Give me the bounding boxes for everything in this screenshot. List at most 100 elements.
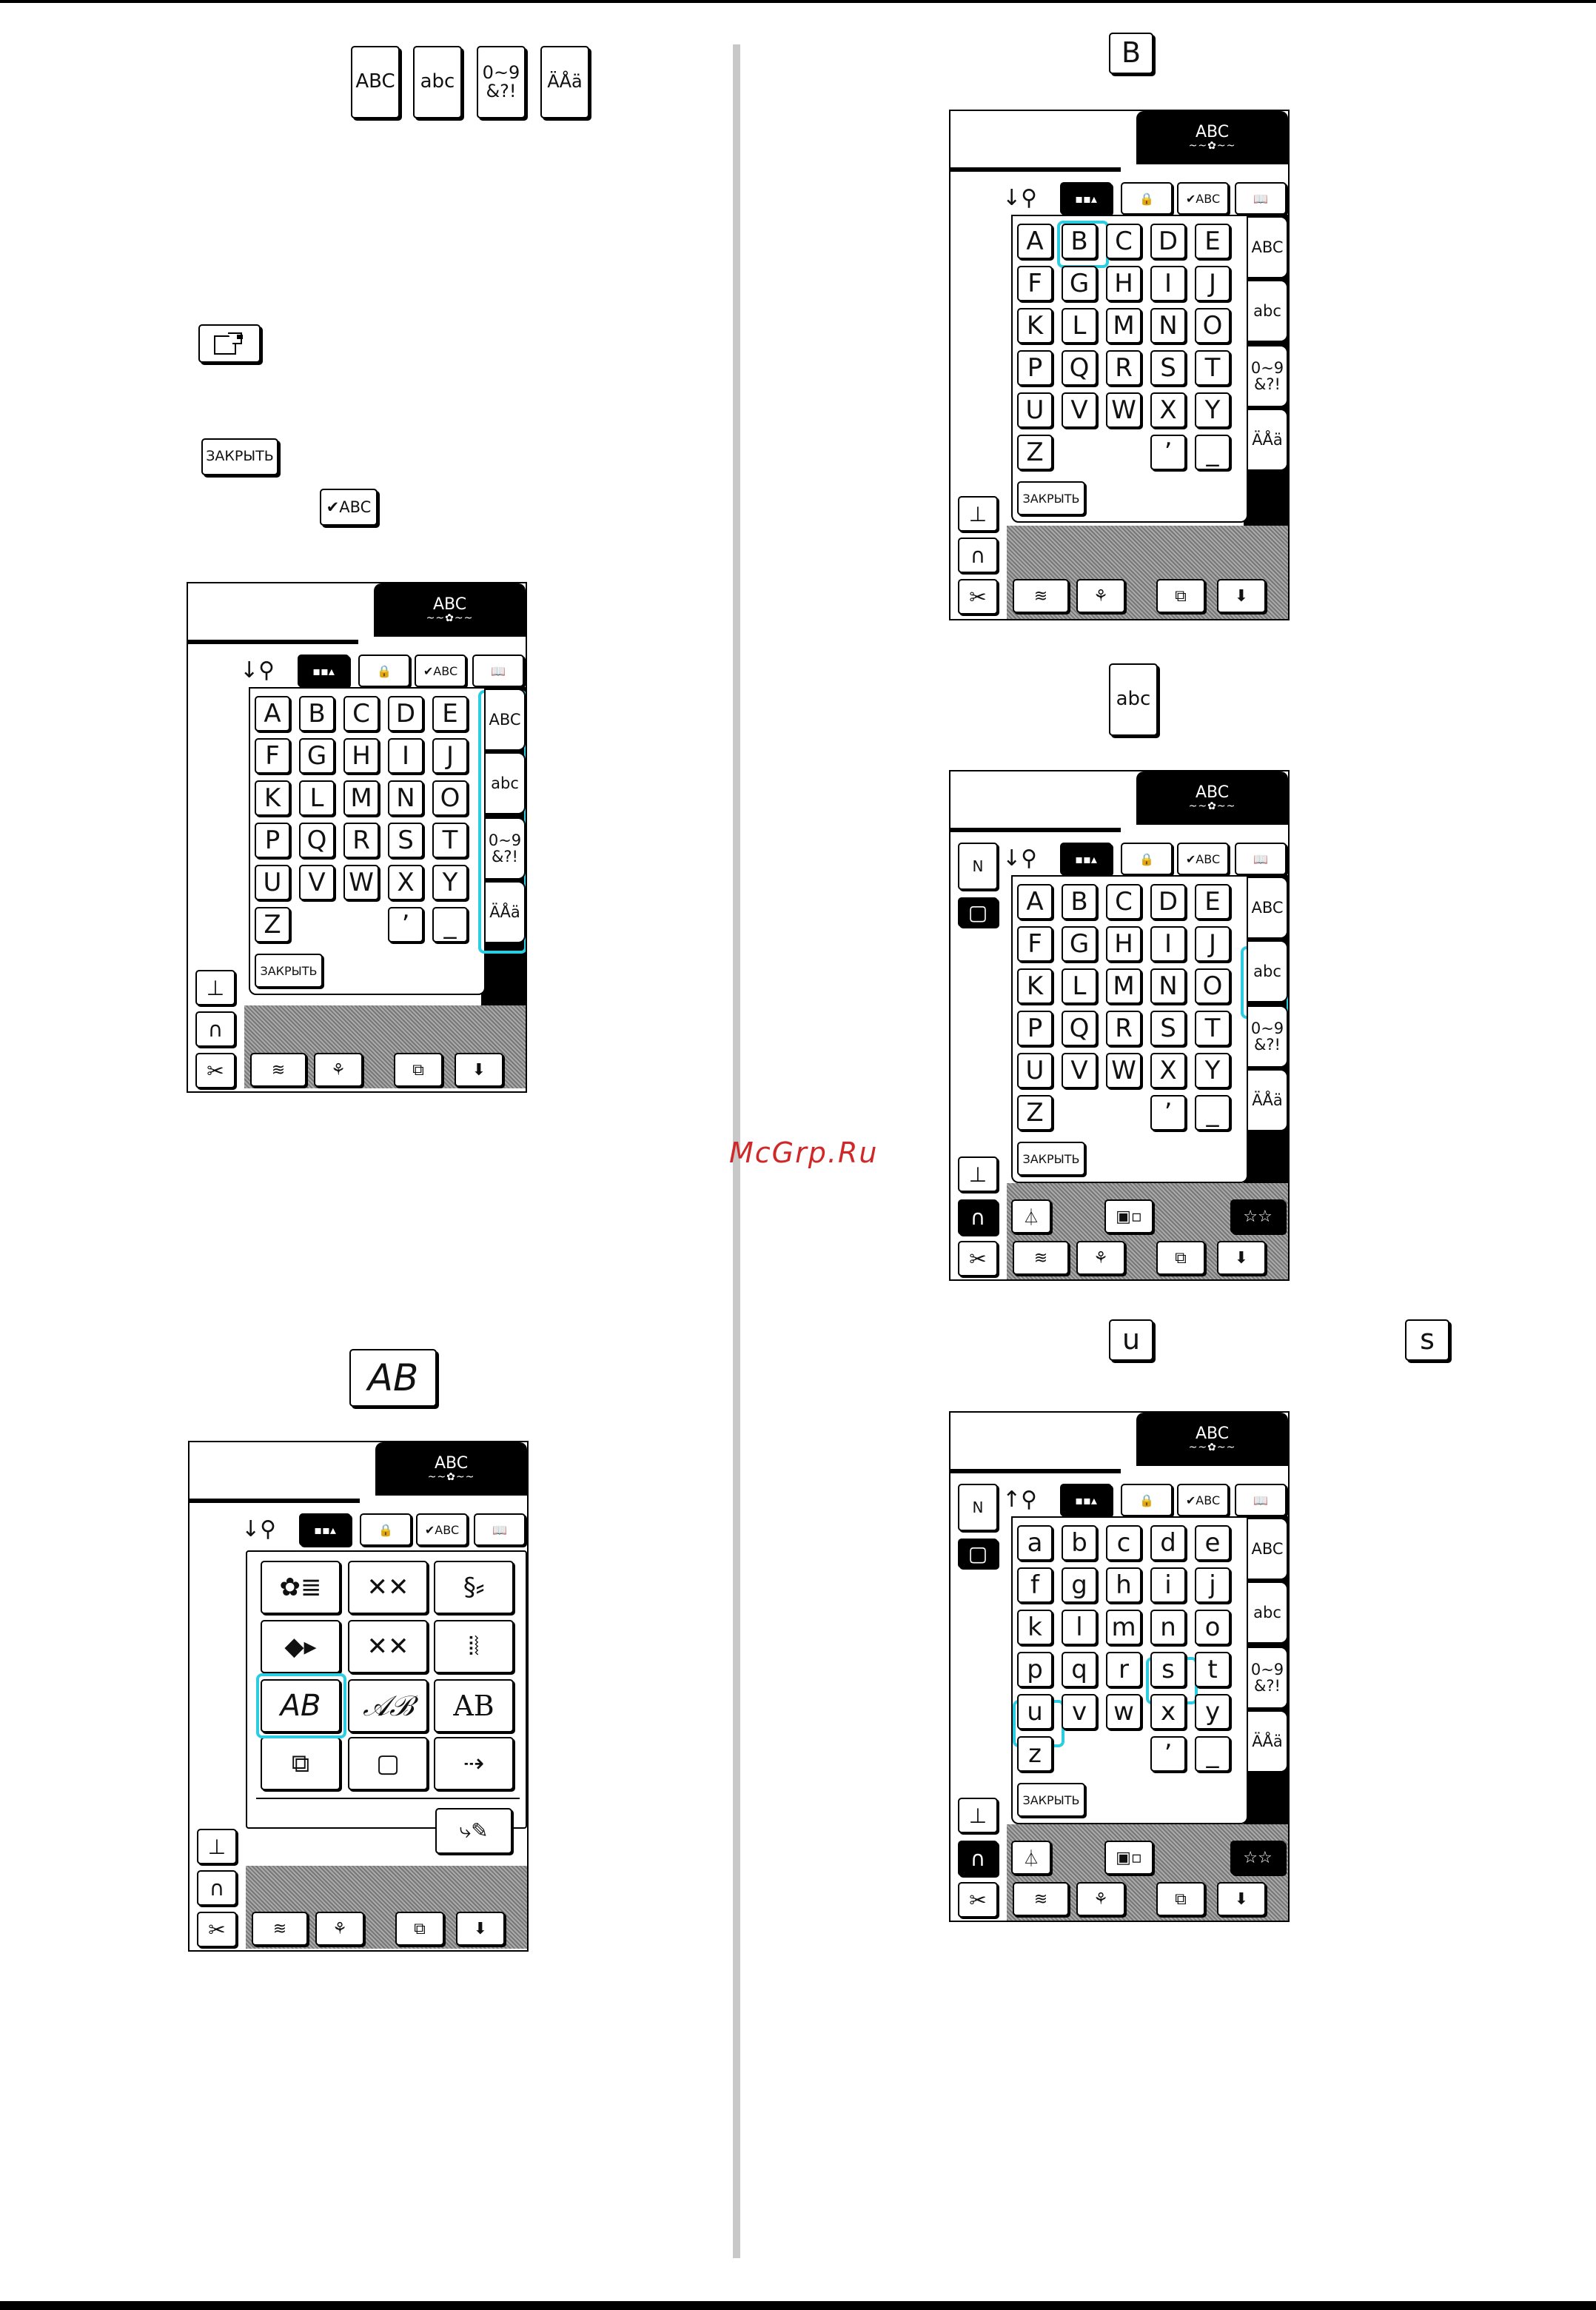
key-i[interactable]: i xyxy=(1150,1567,1186,1603)
manual-button[interactable]: 📖 xyxy=(1235,182,1287,215)
tab-uppercase[interactable]: ABC xyxy=(1247,216,1288,278)
key-d[interactable]: D xyxy=(388,696,423,732)
key-k[interactable]: K xyxy=(255,780,290,816)
lock-button[interactable]: 🔒 xyxy=(358,654,410,687)
key-t[interactable]: T xyxy=(1195,350,1230,386)
save-button[interactable]: ⬇ xyxy=(1217,579,1266,613)
cut-button[interactable]: ✂ xyxy=(958,1882,998,1918)
manual-button[interactable]: 📖 xyxy=(1235,843,1287,875)
category-satin[interactable]: ◆▸ xyxy=(261,1620,341,1673)
key-x[interactable]: X xyxy=(1150,392,1186,428)
key-underscore[interactable]: _ xyxy=(1195,1736,1230,1772)
cut-button[interactable]: ✂ xyxy=(195,1053,235,1088)
key-x[interactable]: X xyxy=(388,865,423,900)
key-y[interactable]: Y xyxy=(1195,1053,1230,1088)
key-v[interactable]: V xyxy=(1062,392,1097,428)
manual-button[interactable]: 📖 xyxy=(1235,1484,1287,1516)
tab-numbers[interactable]: 0~9 &?! xyxy=(1247,1005,1288,1068)
utility-stitch-button[interactable]: ≋ xyxy=(1013,1241,1069,1275)
character-stitch-button[interactable]: ⚘ xyxy=(1076,1882,1125,1916)
key-underscore[interactable]: _ xyxy=(1195,1095,1230,1131)
close-button[interactable]: ЗАКРЫТЬ xyxy=(1017,481,1085,515)
tab-lowercase[interactable]: abc xyxy=(484,752,526,814)
key-f[interactable]: F xyxy=(1017,266,1053,301)
key-s[interactable]: s xyxy=(1150,1652,1186,1687)
key-t[interactable]: T xyxy=(432,823,468,858)
tab-accented[interactable]: ÄÅä xyxy=(484,881,526,943)
check-button[interactable]: ✔ABC xyxy=(415,654,466,687)
utility-stitch-button[interactable]: ≋ xyxy=(1013,1882,1069,1916)
key-f[interactable]: F xyxy=(1017,926,1053,962)
check-button[interactable]: ✔ABC xyxy=(1177,182,1229,215)
key-o[interactable]: O xyxy=(1195,308,1230,344)
key-g[interactable]: G xyxy=(1062,266,1097,301)
key-z[interactable]: Z xyxy=(1017,1095,1053,1131)
category-decorative-3[interactable]: §⸗ xyxy=(434,1561,514,1614)
category-pocket[interactable]: ▢ xyxy=(348,1737,428,1790)
manual-button[interactable]: 📖 xyxy=(472,654,524,687)
category-heirloom[interactable]: ⦙⦚ xyxy=(434,1620,514,1673)
spacing-button[interactable]: ☆☆ xyxy=(1230,1841,1285,1875)
tab-lowercase[interactable]: abc xyxy=(1247,280,1288,342)
key-v[interactable]: V xyxy=(299,865,335,900)
key-w[interactable]: W xyxy=(1106,392,1141,428)
key-u[interactable]: U xyxy=(1017,1053,1053,1088)
close-button[interactable]: ЗАКРЫТЬ xyxy=(255,954,323,988)
key-apostrophe[interactable]: ’ xyxy=(1150,1736,1186,1772)
character-stitch-button[interactable]: ⚘ xyxy=(1076,579,1125,613)
key-u[interactable]: u xyxy=(1017,1694,1053,1730)
key-g[interactable]: g xyxy=(1062,1567,1097,1603)
key-c[interactable]: C xyxy=(1106,224,1141,259)
close-button[interactable]: ЗАКРЫТЬ xyxy=(1017,1783,1085,1817)
key-a[interactable]: A xyxy=(1017,884,1053,920)
utility-stitch-button[interactable]: ≋ xyxy=(1013,579,1069,613)
save-button[interactable]: ⬇ xyxy=(1217,1882,1266,1916)
check-button[interactable]: ✔ABC xyxy=(1177,843,1229,875)
key-i[interactable]: I xyxy=(1150,926,1186,962)
key-p[interactable]: p xyxy=(1017,1652,1053,1687)
key-underscore[interactable]: _ xyxy=(432,907,468,943)
key-q[interactable]: Q xyxy=(1062,1011,1097,1046)
key-b[interactable]: B xyxy=(299,696,335,732)
my-custom-stitch-button[interactable]: ⤷✎ xyxy=(435,1808,512,1854)
memory-button[interactable]: ⧉ xyxy=(395,1912,444,1946)
tab-uppercase[interactable]: ABC xyxy=(484,689,526,751)
key-m[interactable]: M xyxy=(1106,968,1141,1004)
key-n[interactable]: n xyxy=(1150,1610,1186,1645)
key-q[interactable]: Q xyxy=(1062,350,1097,386)
single-double-toggle[interactable]: ▪▪▴ xyxy=(1060,843,1112,875)
key-s[interactable]: S xyxy=(1150,1011,1186,1046)
key-k[interactable]: K xyxy=(1017,968,1053,1004)
check-button[interactable]: ✔ABC xyxy=(1177,1484,1229,1516)
key-b[interactable]: B xyxy=(1062,884,1097,920)
key-t[interactable]: t xyxy=(1195,1652,1230,1687)
cut-button[interactable]: ✂ xyxy=(958,579,998,615)
tab-accented[interactable]: ÄÅä xyxy=(1247,409,1288,471)
key-r[interactable]: R xyxy=(343,823,379,858)
presser-foot-button[interactable]: ⊥ xyxy=(195,970,235,1005)
category-script-letters[interactable]: 𝒜ℬ xyxy=(348,1679,428,1732)
memory-button[interactable]: ⧉ xyxy=(1156,579,1205,613)
character-stitch-button[interactable]: ⚘ xyxy=(315,1912,364,1946)
needle-mode-button[interactable]: N xyxy=(958,843,998,890)
key-c[interactable]: C xyxy=(1106,884,1141,920)
memory-button[interactable]: ⧉ xyxy=(1156,1241,1205,1275)
key-t[interactable]: T xyxy=(1195,1011,1230,1046)
reverse-button[interactable]: ∩ xyxy=(958,1199,998,1235)
reverse-button[interactable]: ∩ xyxy=(958,538,998,573)
tab-accented[interactable]: ÄÅä xyxy=(1247,1069,1288,1131)
key-u[interactable]: U xyxy=(255,865,290,900)
key-z[interactable]: Z xyxy=(1017,435,1053,470)
presser-foot-button[interactable]: ⊥ xyxy=(958,496,998,532)
key-y[interactable]: y xyxy=(1195,1694,1230,1730)
character-stitch-button[interactable]: ⚘ xyxy=(314,1053,363,1087)
key-p[interactable]: P xyxy=(1017,350,1053,386)
save-button[interactable]: ⬇ xyxy=(455,1053,503,1087)
reverse-button[interactable]: ∩ xyxy=(195,1011,235,1047)
key-k[interactable]: k xyxy=(1017,1610,1053,1645)
tab-numbers[interactable]: 0~9 &?! xyxy=(1247,345,1288,407)
key-f[interactable]: f xyxy=(1017,1567,1053,1603)
key-u[interactable]: U xyxy=(1017,392,1053,428)
key-o[interactable]: o xyxy=(1195,1610,1230,1645)
mirror-button[interactable]: ⏃ xyxy=(1011,1199,1051,1233)
